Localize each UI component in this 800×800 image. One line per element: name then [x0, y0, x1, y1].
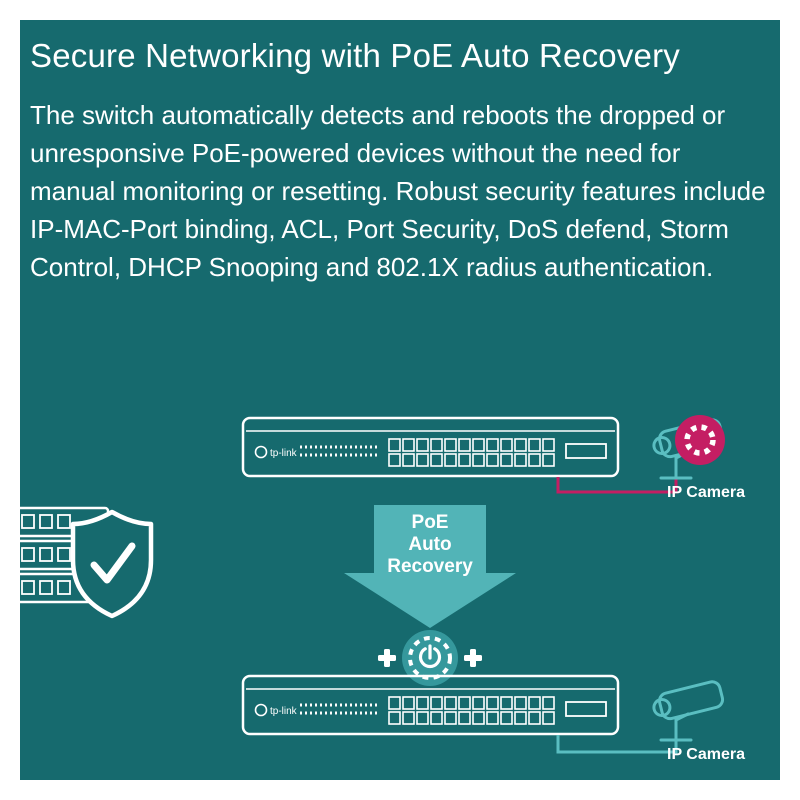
arrow-label-line3: Recovery: [387, 556, 473, 577]
arrow-label-line1: PoE: [412, 512, 449, 533]
top-camera-label: IP Camera: [667, 484, 745, 501]
description-text: The switch automatically detects and reb…: [30, 99, 766, 282]
poe-link-ok-line: [556, 735, 678, 754]
uplink-slot: [565, 443, 607, 459]
uplink-slot: [565, 701, 607, 717]
reboot-power-icon: [378, 630, 482, 686]
tp-link-logo-icon: [254, 703, 268, 717]
poe-auto-recovery-arrow: PoE Auto Recovery: [344, 505, 516, 628]
tp-link-logo-icon: [254, 445, 268, 459]
page-title: Secure Networking with PoE Auto Recovery: [30, 37, 680, 74]
port-grid: [388, 696, 556, 726]
infographic-panel: Secure Networking with PoE Auto Recovery…: [20, 20, 780, 780]
arrow-label-line2: Auto: [408, 534, 451, 555]
network-switch-bottom: tp-link: [241, 674, 620, 736]
dropped-status-spinner-icon: [675, 415, 725, 465]
bottom-camera-label: IP Camera: [667, 746, 745, 763]
poe-auto-recovery-diagram: tp-link IP Camera PoE: [20, 415, 745, 763]
checkmark-icon: [90, 542, 136, 584]
network-switch-top: tp-link: [241, 416, 620, 478]
switch-body: [241, 416, 620, 478]
spark-left-icon: [378, 649, 396, 667]
spark-right-icon: [464, 649, 482, 667]
shield-icon: [70, 509, 154, 619]
secure-server-shield-icon: [20, 506, 154, 619]
ip-camera-recovered-icon: [652, 680, 725, 742]
switch-brand-label: tp-link: [270, 448, 298, 459]
switch-body: [241, 674, 620, 736]
switch-brand-label: tp-link: [270, 706, 298, 717]
port-grid: [388, 438, 556, 468]
poe-link-broken-line: [556, 477, 678, 494]
